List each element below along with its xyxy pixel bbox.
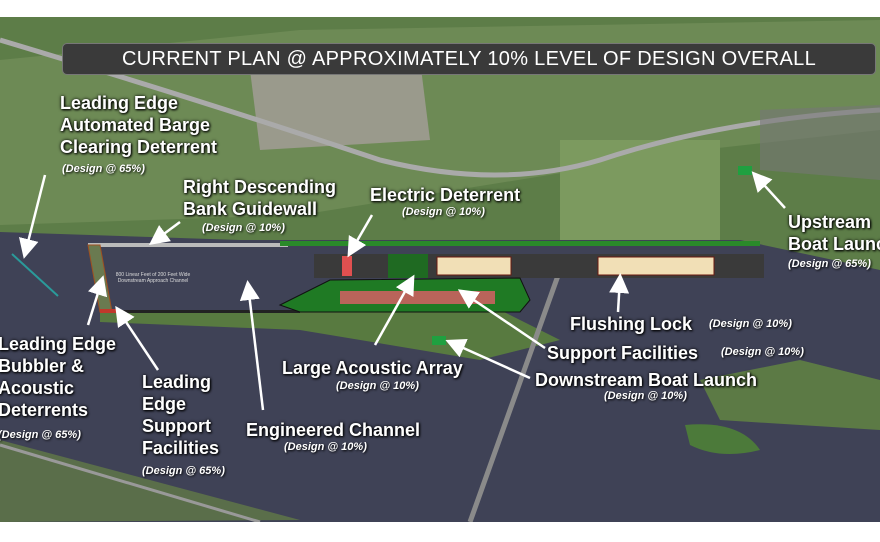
label-barge-clearing-deterrent: Leading Edge Automated Barge Clearing De… <box>60 92 217 158</box>
label-line: Right Descending <box>183 177 337 197</box>
design-barge: (Design @ 65%) <box>62 163 145 175</box>
label-line: Leading Edge <box>0 334 117 354</box>
label-support-facilities: Support Facilities <box>547 343 699 363</box>
design-downstream: (Design @ 10%) <box>604 390 687 402</box>
label-line: Clearing Deterrent <box>60 137 218 157</box>
page-title: CURRENT PLAN @ APPROXIMATELY 10% LEVEL O… <box>62 43 876 75</box>
label-line: Bank Guidewall <box>183 199 318 219</box>
label-engineered-channel: Engineered Channel <box>246 420 421 440</box>
road <box>0 37 880 178</box>
channel-note: 800 Linear Feet of 200 Feet Wide Downstr… <box>115 272 191 284</box>
design-flushing: (Design @ 10%) <box>709 318 792 330</box>
label-line: Facilities <box>142 438 220 458</box>
guidewall <box>88 243 288 247</box>
label-electric-deterrent: Electric Deterrent <box>370 185 521 205</box>
label-line: Support <box>142 416 211 436</box>
label-line: Acoustic <box>0 378 75 398</box>
label-line: Upstream <box>788 212 872 232</box>
label-line: Edge <box>142 394 187 414</box>
label-downstream-boat-launch: Downstream Boat Launch <box>535 370 758 390</box>
label-bubbler-acoustic-deterrents: Leading Edge Bubbler & Acoustic Deterren… <box>0 333 116 421</box>
island <box>100 310 560 360</box>
electric-deterrent-field <box>342 256 352 276</box>
design-edge-support: (Design @ 65%) <box>142 465 225 477</box>
label-flushing-lock: Flushing Lock <box>570 314 693 334</box>
label-line: Bubbler & <box>0 356 85 376</box>
south-shore <box>0 440 300 522</box>
flushing-lock-bay <box>597 256 715 276</box>
bridge <box>467 269 563 522</box>
aerial-map <box>0 17 880 522</box>
support-facilities <box>340 291 495 304</box>
upstream-boat-launch-marker <box>738 166 752 175</box>
railway <box>0 443 261 522</box>
design-upstream: (Design @ 65%) <box>788 258 871 270</box>
downstream-boat-launch-marker <box>432 336 446 345</box>
label-edge-support-facilities: Leading Edge Support Facilities <box>142 371 219 459</box>
park-area <box>560 140 720 240</box>
design-acoustic: (Design @ 10%) <box>336 380 419 392</box>
design-channel: (Design @ 10%) <box>284 441 367 453</box>
barge-deterrent-line <box>11 253 59 297</box>
design-electric: (Design @ 10%) <box>402 206 485 218</box>
label-upstream-boat-launch: Upstream Boat Launch <box>788 211 880 255</box>
label-guidewall: Right Descending Bank Guidewall <box>183 176 336 220</box>
design-bubbler: (Design @ 65%) <box>0 429 81 441</box>
label-line: Boat Launch <box>788 234 880 254</box>
design-guidewall: (Design @ 10%) <box>202 222 285 234</box>
label-large-acoustic-array: Large Acoustic Array <box>282 358 463 378</box>
label-line: Automated Barge <box>60 115 211 135</box>
label-line: Leading Edge <box>60 93 179 113</box>
barge-bay <box>436 256 512 276</box>
design-support: (Design @ 10%) <box>721 346 804 358</box>
urban-area <box>250 60 430 150</box>
label-line: Deterrents <box>0 400 89 420</box>
river <box>0 232 880 522</box>
label-line: Leading <box>142 372 212 392</box>
